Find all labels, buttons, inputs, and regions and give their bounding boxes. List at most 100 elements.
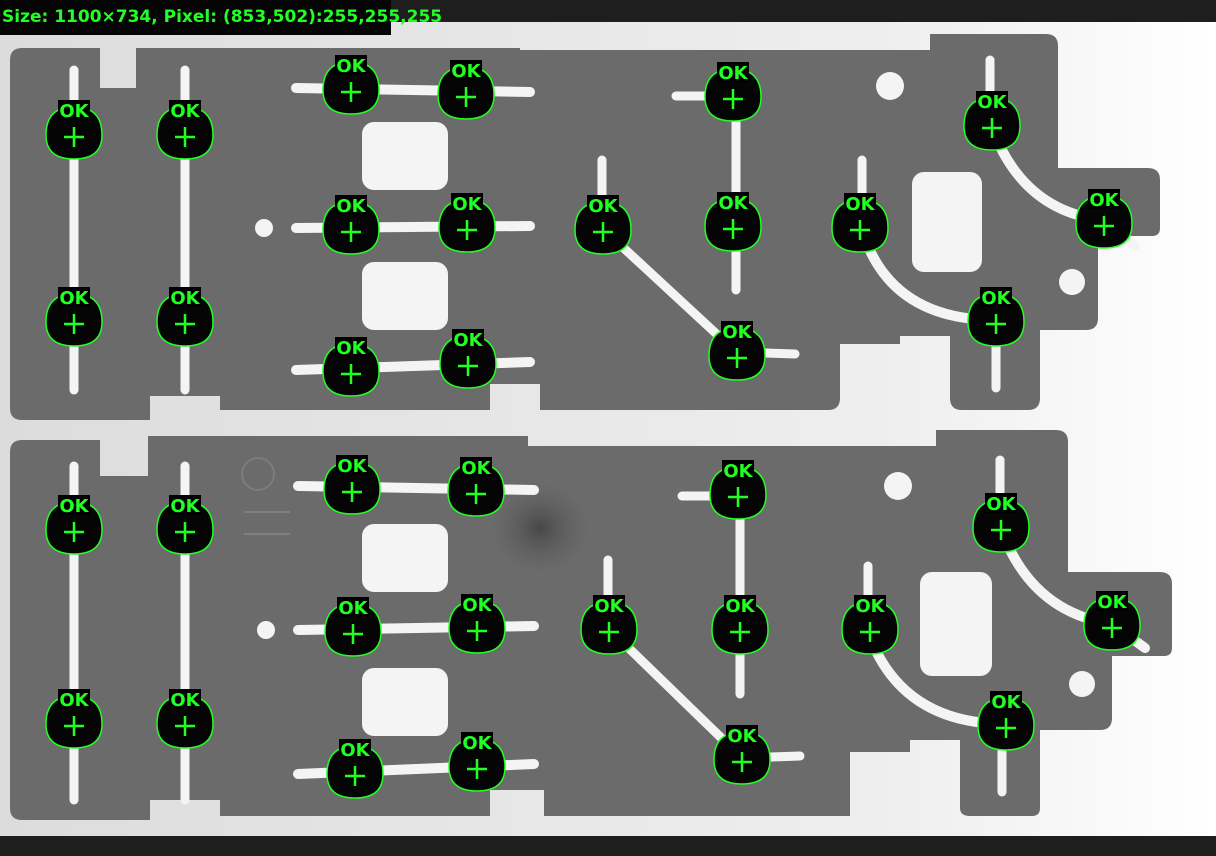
lower-panel-point-f2[interactable]: OK (711, 595, 769, 655)
crosshair-icon (467, 621, 487, 641)
ok-label: OK (340, 740, 370, 761)
ok-label-background (461, 732, 493, 752)
upper-panel-point-d1[interactable]: OK (438, 193, 496, 253)
lower-panel-point-a1[interactable]: OK (45, 495, 103, 555)
ok-label: OK (986, 494, 1016, 515)
ok-label-background (336, 455, 368, 475)
ok-label-background (717, 192, 749, 212)
ok-label-background (58, 100, 90, 120)
lower-panel-point-a2[interactable]: OK (156, 495, 214, 555)
ok-label-background (461, 594, 493, 614)
ok-label: OK (336, 56, 366, 77)
crosshair-icon (345, 766, 365, 786)
upper-panel-point-c3[interactable]: OK (322, 195, 380, 255)
lower-panel-point-h3[interactable]: OK (977, 691, 1035, 751)
crosshair-icon (996, 718, 1016, 738)
ok-label-background (169, 689, 201, 709)
ok-label-background (854, 595, 886, 615)
ok-label-background (58, 495, 90, 515)
lower-panel-point-h1[interactable]: OK (972, 493, 1030, 553)
ok-label-background (844, 193, 876, 213)
lower-panel-point-c3[interactable]: OK (324, 597, 382, 657)
upper-panel-point-h3[interactable]: OK (967, 287, 1025, 347)
lower-panel-point-h2[interactable]: OK (1083, 591, 1141, 651)
lower-panel-point-c2[interactable]: OK (447, 457, 505, 517)
lower-panel-point-e1[interactable]: OK (580, 595, 638, 655)
upper-panel-point-a2[interactable]: OK (156, 100, 214, 160)
ok-label-background (335, 337, 367, 357)
lower-faint-ring (241, 457, 275, 491)
upper-panel-point-b2[interactable]: OK (156, 287, 214, 347)
ok-label-background (58, 689, 90, 709)
upper-panel-point-f1[interactable]: OK (704, 62, 762, 122)
lower-panel-point-b1[interactable]: OK (45, 689, 103, 749)
ok-label-background (593, 595, 625, 615)
ok-label: OK (981, 288, 1011, 309)
ok-label: OK (977, 92, 1007, 113)
crosshair-icon (727, 348, 747, 368)
lower-panel-point-b2[interactable]: OK (156, 689, 214, 749)
crosshair-icon (723, 89, 743, 109)
lower-hole-left (257, 621, 275, 639)
upper-panel-point-f2[interactable]: OK (704, 192, 762, 252)
lower-panel-point-g1[interactable]: OK (841, 595, 899, 655)
lower-panel-point-d1[interactable]: OK (448, 594, 506, 654)
crosshair-icon (728, 487, 748, 507)
crosshair-icon (64, 716, 84, 736)
ok-label: OK (59, 690, 89, 711)
ok-label: OK (59, 288, 89, 309)
lower-panel-point-d3[interactable]: OK (448, 732, 506, 792)
lower-hole-top-right (884, 472, 912, 500)
crosshair-icon (593, 222, 613, 242)
ok-label-background (58, 287, 90, 307)
lower-slot-square-top (362, 524, 448, 592)
ok-label: OK (722, 322, 752, 343)
ok-label-background (451, 193, 483, 213)
upper-panel-point-d3[interactable]: OK (439, 329, 497, 389)
upper-hole-top-right (876, 72, 904, 100)
upper-panel-point-e1[interactable]: OK (574, 195, 632, 255)
crosshair-icon (64, 522, 84, 542)
upper-hole-bottom-right (1059, 269, 1085, 295)
lower-panel-point-c1[interactable]: OK (323, 455, 381, 515)
ok-label-background (169, 287, 201, 307)
ok-label: OK (451, 61, 481, 82)
crosshair-icon (458, 356, 478, 376)
inspection-image[interactable]: OK OK OK OK OK OK OK OK OK OK OK OK OK OK OK OK OK OK OK OK… (0, 22, 1216, 836)
crosshair-icon (64, 314, 84, 334)
ok-label-background (337, 597, 369, 617)
ok-label: OK (1097, 592, 1127, 613)
ok-label: OK (727, 726, 757, 747)
ok-label-background (450, 60, 482, 80)
upper-panel-point-d2[interactable]: OK (322, 337, 380, 397)
upper-panel-point-h2[interactable]: OK (1075, 189, 1133, 249)
upper-panel-point-c2[interactable]: OK (437, 60, 495, 120)
lower-panel-point-f1[interactable]: OK (709, 460, 767, 520)
crosshair-icon (991, 520, 1011, 540)
ok-label-background (587, 195, 619, 215)
ok-label-background (726, 725, 758, 745)
crosshair-icon (64, 127, 84, 147)
upper-panel-point-f3[interactable]: OK (708, 321, 766, 381)
upper-panel-point-a1[interactable]: OK (45, 100, 103, 160)
ok-label: OK (338, 598, 368, 619)
crosshair-icon (986, 314, 1006, 334)
ok-label: OK (723, 461, 753, 482)
lower-slot-square-right (920, 572, 992, 676)
ok-label: OK (462, 733, 492, 754)
upper-panel-point-b1[interactable]: OK (45, 287, 103, 347)
upper-panel-point-h1[interactable]: OK (963, 91, 1021, 151)
lower-panel-point-d2[interactable]: OK (326, 739, 384, 799)
upper-panel-point-c1[interactable]: OK (322, 55, 380, 115)
upper-slot-square-mid (362, 262, 448, 330)
ok-label-background (169, 100, 201, 120)
inspection-image-canvas[interactable]: OK OK OK OK OK OK OK OK OK OK OK OK OK OK OK OK OK OK OK OK… (0, 22, 1216, 836)
upper-panel-point-g1[interactable]: OK (831, 193, 889, 253)
ok-label: OK (59, 496, 89, 517)
ok-label-background (722, 460, 754, 480)
ok-label-background (452, 329, 484, 349)
crosshair-icon (466, 484, 486, 504)
crosshair-icon (860, 622, 880, 642)
lower-panel-point-f3[interactable]: OK (713, 725, 771, 785)
ok-label: OK (170, 101, 200, 122)
